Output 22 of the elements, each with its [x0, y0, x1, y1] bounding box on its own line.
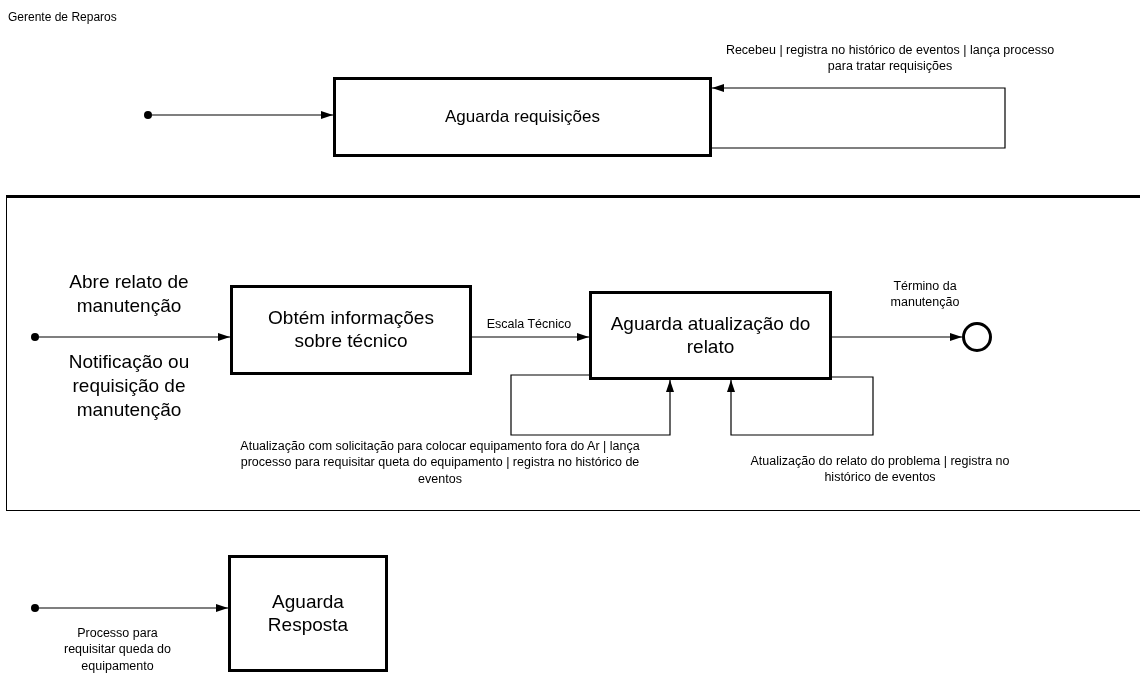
initial-state: [144, 111, 152, 119]
state-box: [333, 77, 712, 157]
transition-arrow: [38, 604, 229, 612]
state-box: [228, 555, 388, 672]
state-name: Obtém informações sobre técnico: [267, 307, 435, 353]
transition-arrow: [711, 84, 1006, 149]
initial-state: [31, 604, 39, 612]
state-name: Aguarda Resposta: [266, 590, 350, 637]
state-name: Aguarda requisições: [445, 106, 600, 128]
transition-arrow: [727, 376, 874, 436]
transition-arrow: [831, 333, 963, 341]
state-name: Aguarda atualização do relato: [609, 312, 812, 359]
state-box: [230, 285, 472, 375]
initial-state: [31, 333, 39, 341]
transition-arrow: [151, 111, 334, 119]
diagram-heading: Gerente de Reparos: [8, 10, 117, 24]
final-state: [962, 322, 992, 352]
transition-arrow: [510, 374, 674, 436]
transition-arrow: [38, 333, 231, 341]
state-box: [589, 291, 832, 380]
transition-arrow: [471, 333, 590, 341]
transition-label: Notificação ou requisição de manutenção: [67, 350, 191, 422]
